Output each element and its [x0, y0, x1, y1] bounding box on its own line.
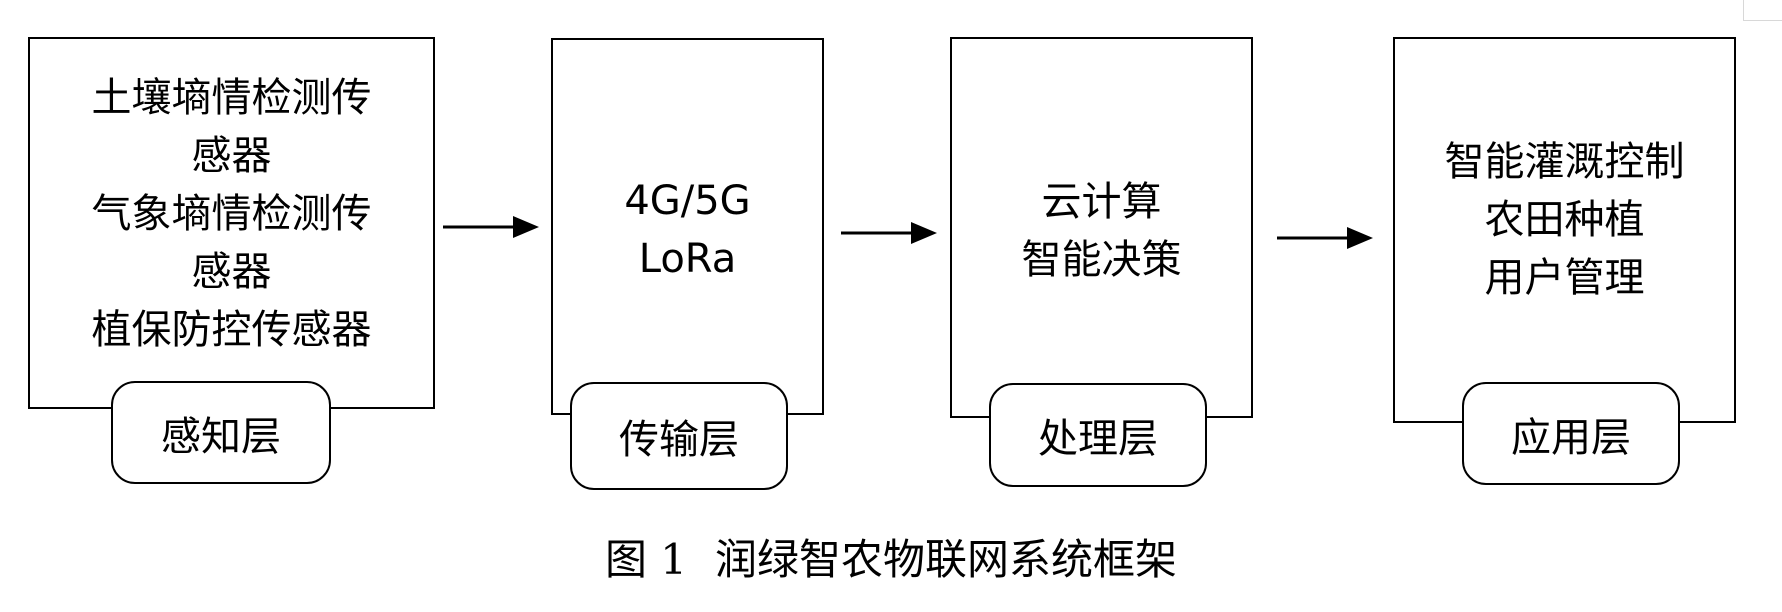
perception-line-4: 感器 [191, 249, 272, 295]
transport-line-1: 4G/5G [624, 178, 751, 224]
transport-layer-label: 传输层 [570, 382, 788, 490]
perception-layer-label: 感知层 [111, 381, 331, 484]
corner-mark [1743, 0, 1782, 21]
perception-line-2: 感器 [191, 133, 272, 179]
application-layer-box: 智能灌溉控制 农田种植 用户管理 [1393, 37, 1736, 423]
processing-layer-box: 云计算 智能决策 [950, 37, 1253, 418]
perception-line-3: 气象墒情检测传 [91, 191, 372, 237]
application-layer-label: 应用层 [1462, 382, 1680, 485]
application-line-3: 用户管理 [1484, 255, 1645, 301]
perception-layer-content: 土壤墒情检测传 感器 气象墒情检测传 感器 植保防控传感器 [30, 69, 433, 359]
transport-line-2: LoRa [638, 236, 737, 282]
processing-layer-label: 处理层 [989, 383, 1207, 487]
figure-caption: 图 1 润绿智农物联网系统框架 [0, 530, 1782, 590]
perception-line-1: 土壤墒情检测传 [91, 75, 372, 121]
arrow-perception-to-transport [443, 215, 539, 239]
transport-layer-content: 4G/5G LoRa [553, 172, 822, 288]
perception-layer-box: 土壤墒情检测传 感器 气象墒情检测传 感器 植保防控传感器 [28, 37, 435, 409]
processing-line-1: 云计算 [1041, 179, 1162, 225]
transport-layer-box: 4G/5G LoRa [551, 38, 824, 415]
arrow-transport-to-processing [841, 221, 937, 245]
figure-number: 图 1 [604, 535, 688, 584]
processing-line-2: 智能决策 [1021, 237, 1182, 283]
figure-title: 润绿智农物联网系统框架 [715, 535, 1178, 584]
application-line-1: 智能灌溉控制 [1444, 139, 1685, 185]
application-line-2: 农田种植 [1484, 197, 1645, 243]
application-layer-content: 智能灌溉控制 农田种植 用户管理 [1395, 133, 1734, 307]
arrow-processing-to-application [1277, 226, 1373, 250]
processing-layer-content: 云计算 智能决策 [952, 173, 1251, 289]
perception-line-5: 植保防控传感器 [91, 307, 372, 353]
